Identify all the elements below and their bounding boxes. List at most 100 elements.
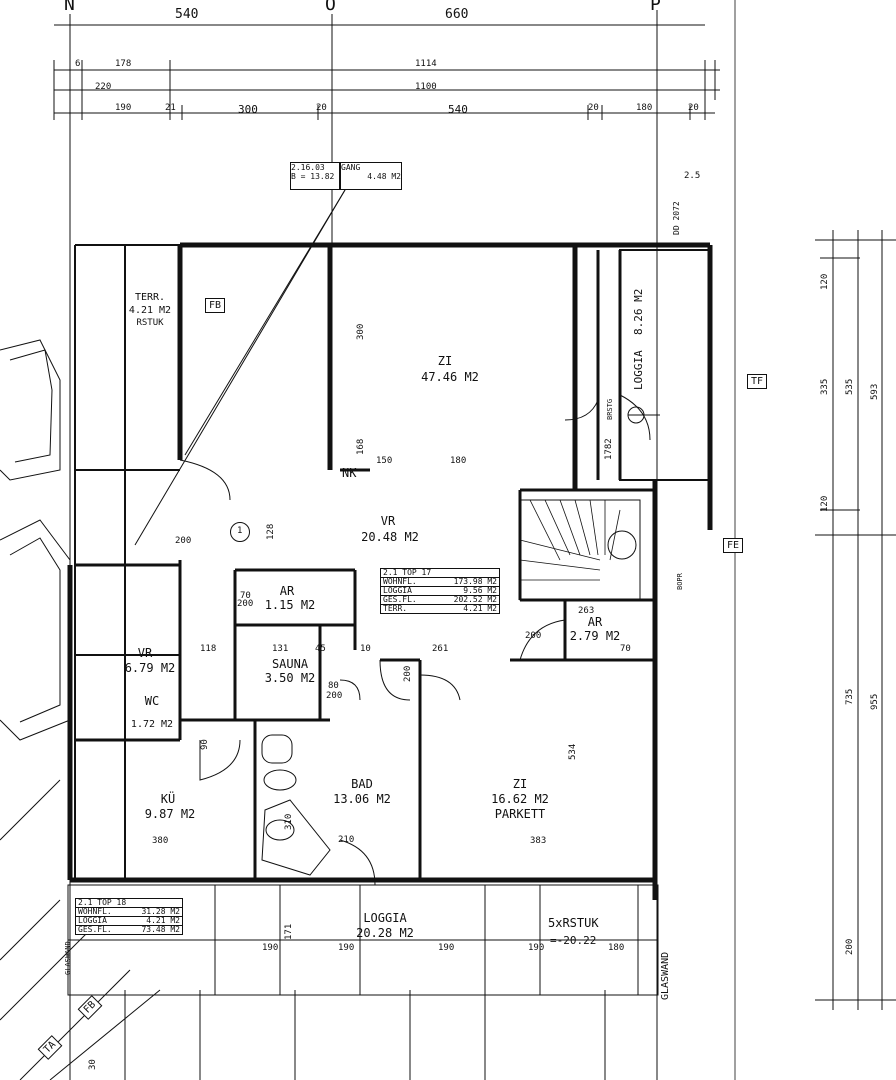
dim-1114: 1114 [415, 59, 437, 69]
dim-190: 190 [115, 103, 132, 113]
room-vr-area: 20.48 M2 [361, 530, 419, 544]
room-vr2-name: VR [137, 646, 153, 660]
table-cell: LOGGIA [75, 916, 135, 926]
door-marker-number: 1 [237, 526, 243, 536]
room-zi-main-area: 47.46 M2 [421, 370, 479, 384]
grid-label-o: O [325, 0, 336, 15]
room-ar1-name: AR [279, 584, 295, 598]
grid-label-p: P [650, 0, 661, 15]
gang-ref-1: 2.16.03 [291, 163, 325, 172]
dim-168: 168 [356, 438, 366, 455]
dim-178: 178 [115, 59, 132, 69]
dim-300-vert: 300 [356, 323, 366, 340]
dim-190-a: 190 [262, 943, 279, 953]
table-cell: LOGGIA [380, 586, 443, 596]
circle-note-25: 2.5 [684, 171, 701, 181]
dim-200-c: 200 [403, 665, 413, 682]
rstuk-label: 5xRSTUK [548, 916, 599, 930]
room-loggia-bottom-area: 20.28 M2 [356, 926, 414, 940]
table-cell: 4.21 M2 [134, 916, 183, 926]
dim-200-a: 200 [175, 536, 192, 546]
room-loggia-bottom-name: LOGGIA [363, 911, 407, 925]
table-cell: GES.FL. [380, 595, 443, 605]
table-cell: 4.21 M2 [442, 604, 500, 614]
dim-200-d: 200 [525, 631, 542, 641]
dim-70-b: 70 [620, 644, 631, 654]
glaswand-label: GLASWAND [660, 951, 671, 1000]
dim-1782: 1782 [604, 438, 614, 460]
dim-45: 45 [315, 644, 326, 654]
table-cell: WOHNFL. [75, 907, 135, 917]
rstuk-value: =-20.22 [550, 934, 597, 947]
room-wc-area: 1.72 M2 [130, 719, 174, 730]
room-wc-name: WC [144, 694, 160, 708]
dim-30: 30 [88, 1059, 98, 1070]
tag-fb: FB [205, 298, 226, 313]
room-zi2-area: 16.62 M2 [491, 792, 549, 806]
dim-171: 171 [284, 923, 294, 940]
room-bad-name: BAD [351, 777, 373, 791]
table-row: 2.1 TOP 18 [75, 898, 183, 908]
glaswand-label-left: GLASWAND [64, 941, 72, 975]
dim-180: 180 [636, 103, 653, 113]
dim-118: 118 [200, 644, 217, 654]
gang-label: GANG [341, 163, 361, 172]
dim-180-loggia: 180 [608, 943, 625, 953]
dim-540: 540 [448, 103, 468, 116]
right-dim-535: 535 [845, 378, 855, 395]
dim-90: 90 [200, 739, 210, 750]
room-ar2-name: AR [587, 615, 603, 629]
dim-534: 534 [568, 743, 578, 760]
dim-210: 210 [338, 835, 355, 845]
table-cell: 73.48 M2 [134, 925, 183, 935]
dim-261: 261 [432, 644, 449, 654]
room-zi2-name: ZI [512, 777, 528, 791]
table-cell [134, 898, 183, 908]
dim-180-inner: 180 [450, 456, 467, 466]
loggia-note: BRSTG [606, 398, 614, 420]
tag-fe: FE [723, 538, 744, 553]
room-loggia-right-area: 8.26 M2 [632, 288, 645, 335]
room-ku-area: 9.87 M2 [144, 807, 196, 821]
dim-131: 131 [272, 644, 289, 654]
table-cell: WOHNFL. [380, 577, 443, 587]
dim-200-e: 200 [326, 691, 343, 701]
room-ar2-area: 2.79 M2 [569, 629, 621, 643]
dim-10: 10 [360, 644, 371, 654]
table-row: GES.FL.202.52 M2 [380, 595, 500, 605]
room-vr2-area: 6.79 M2 [124, 661, 176, 675]
table-cell: 31.28 M2 [134, 907, 183, 917]
dim-300: 300 [238, 103, 258, 116]
stairs-note: BOPR [676, 573, 684, 590]
dim-6: 6 [75, 59, 81, 69]
room-nk-name: NK [342, 466, 357, 480]
room-sauna-area: 3.50 M2 [264, 671, 316, 685]
dim-1100: 1100 [415, 82, 437, 92]
room-vr-name: VR [380, 514, 396, 528]
dim-150: 150 [376, 456, 393, 466]
gang-area: 4.48 M2 [367, 172, 401, 181]
table-cell: 202.52 M2 [442, 595, 500, 605]
right-dim-955: 955 [870, 693, 880, 710]
dim-190-b: 190 [338, 943, 355, 953]
table-row: 2.1 TOP 17 [380, 568, 500, 578]
right-dim-335: 335 [820, 378, 830, 395]
table-row: WOHNFL.31.28 M2 [75, 907, 183, 917]
dim-80: 80 [328, 681, 339, 691]
table-cell: 2.1 TOP 17 [380, 568, 443, 578]
dim-21: 21 [165, 103, 176, 113]
tag-tf: TF [747, 374, 768, 389]
dim-70: 70 [240, 591, 251, 601]
right-dim-735: 735 [845, 688, 855, 705]
dim-20c: 20 [688, 103, 699, 113]
table-cell: 173.98 M2 [442, 577, 500, 587]
room-bad-area: 13.06 M2 [333, 792, 391, 806]
right-dim-120b: 120 [820, 495, 830, 512]
dim-660-top: 660 [445, 7, 469, 22]
room-loggia-right-name: LOGGIA [632, 350, 645, 390]
gang-label-box: GANG 4.48 M2 [340, 162, 402, 190]
door-marker-circle [230, 522, 250, 542]
dim-540-top: 540 [175, 7, 199, 22]
